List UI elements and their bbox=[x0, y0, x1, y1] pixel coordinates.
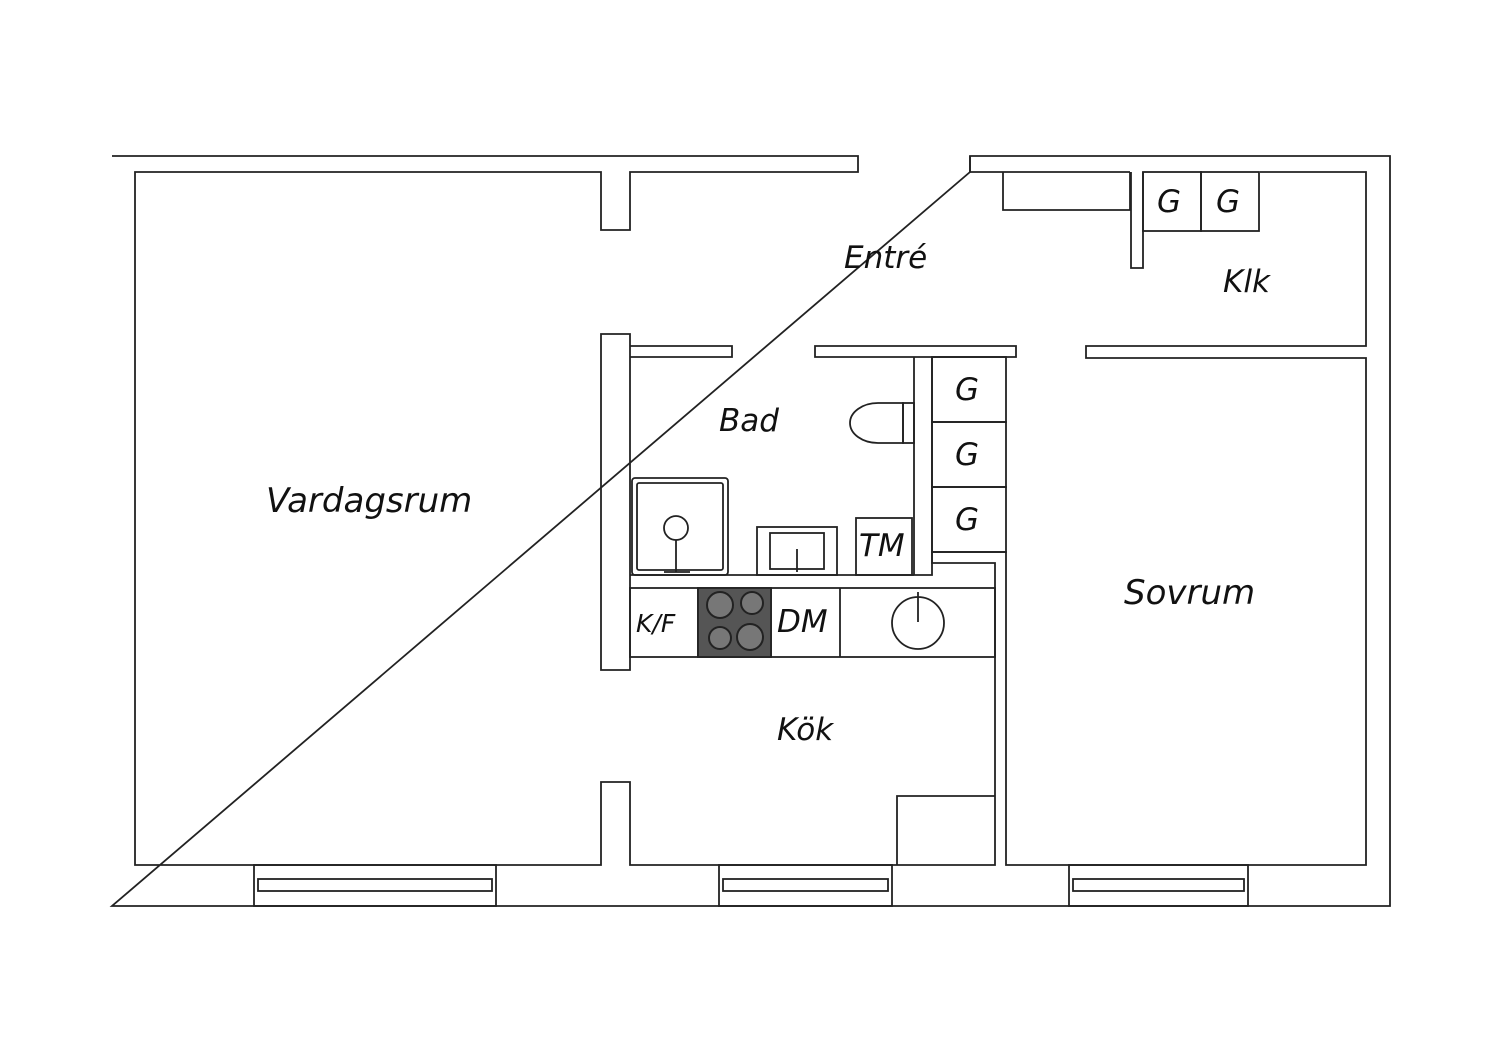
stove-icon bbox=[697, 587, 772, 658]
toilet-icon bbox=[849, 402, 904, 444]
wardrobe-label: G bbox=[955, 502, 980, 538]
washing-machine-label: TM bbox=[859, 528, 905, 564]
kitchen-pantry bbox=[896, 795, 995, 865]
washing-machine bbox=[855, 517, 913, 576]
entrance-wall-right bbox=[969, 156, 1130, 173]
room-label-klk: Klk bbox=[1223, 264, 1270, 300]
room-label-sovrum: Sovrum bbox=[1124, 573, 1256, 613]
bath-wall-top-right bbox=[814, 345, 1017, 358]
window-bedroom bbox=[1068, 864, 1249, 907]
shower-icon bbox=[631, 477, 729, 576]
room-label-bad: Bad bbox=[719, 403, 779, 439]
hall-wardrobe-3 bbox=[931, 486, 1007, 553]
closet-divider bbox=[1002, 172, 1131, 211]
dishwasher-label: DM bbox=[777, 604, 828, 640]
wardrobe-label: G bbox=[955, 372, 980, 408]
wardrobe-label: G bbox=[1216, 184, 1241, 220]
bath-sink-icon bbox=[756, 526, 838, 576]
room-label-entre: Entré bbox=[844, 240, 928, 276]
bath-wall-top-left bbox=[630, 345, 733, 358]
bath-wall-right bbox=[913, 357, 933, 576]
kitchen-counter bbox=[629, 587, 996, 658]
room-label-vardagsrum: Vardagsrum bbox=[266, 481, 473, 521]
window-living bbox=[253, 864, 497, 907]
wardrobe-label: G bbox=[1157, 184, 1182, 220]
room-label-kok: Kök bbox=[777, 712, 834, 748]
closet-post bbox=[1130, 172, 1144, 269]
klk-wardrobe-2 bbox=[1200, 171, 1260, 232]
wardrobe-label: G bbox=[955, 437, 980, 473]
window-kitchen bbox=[718, 864, 893, 907]
fridge-freezer-label: K/F bbox=[636, 609, 676, 638]
exterior-wall-outer bbox=[109, 155, 1391, 907]
bath-wall-left bbox=[600, 333, 631, 671]
